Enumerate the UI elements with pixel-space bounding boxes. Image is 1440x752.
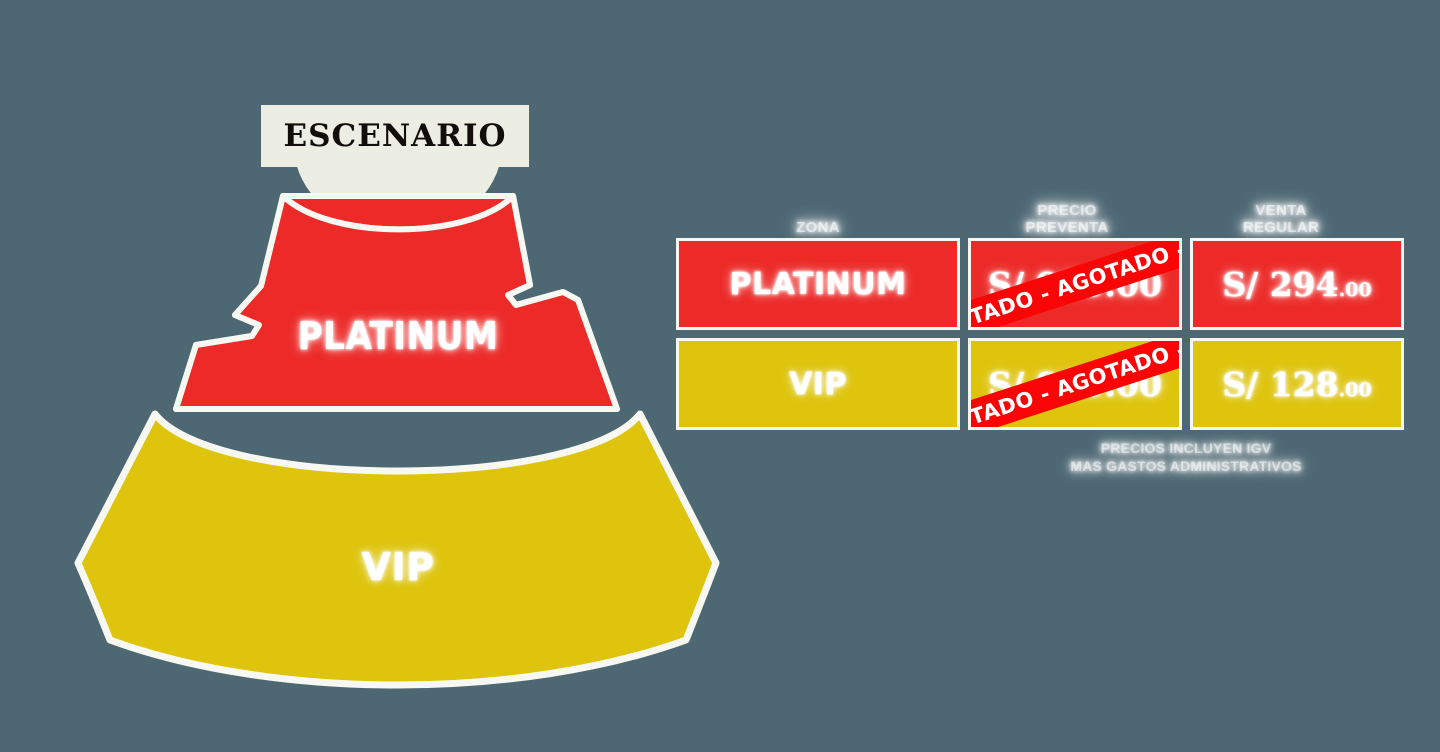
header-cell-zone: ZONA — [676, 178, 960, 236]
regular-price-cell-platinum[interactable]: S/ 294.00 — [1190, 238, 1404, 330]
header-cell-preventa: PRECIO PREVENTA — [960, 178, 1174, 236]
price-table-header-row: ZONA PRECIO PREVENTA VENTA REGULAR — [676, 178, 1406, 236]
regular-price-cents: .00 — [1338, 278, 1372, 301]
footnote-line-2: MAS GASTOS ADMINISTRATIVOS — [1070, 457, 1302, 474]
price-table-body: PLATINUM S/ 000.00 DO - AGOTADO - AGOTAD… — [676, 238, 1406, 430]
platinum-section[interactable] — [173, 193, 620, 412]
table-row: VIP S/ 000.00 DO - AGOTADO - AGOTADO - A… — [676, 338, 1406, 430]
regular-price-platinum: S/ 294.00 — [1222, 265, 1371, 304]
venue-map-svg — [74, 150, 720, 689]
price-table-footnote: PRECIOS INCLUYEN IGV MAS GASTOS ADMINIST… — [968, 440, 1404, 475]
header-preventa-line1: PRECIO — [1037, 201, 1097, 219]
regular-price-whole: S/ 294 — [1222, 264, 1339, 304]
preventa-cell-platinum[interactable]: S/ 000.00 DO - AGOTADO - AGOTADO - AGOTA… — [968, 238, 1182, 330]
footnote-line-1: PRECIOS INCLUYEN IGV — [1100, 440, 1272, 456]
zone-cell-platinum[interactable]: PLATINUM — [676, 238, 960, 330]
header-regular-line2: REGULAR — [1242, 218, 1320, 236]
table-row: PLATINUM S/ 000.00 DO - AGOTADO - AGOTAD… — [676, 238, 1406, 330]
header-preventa-line2: PREVENTA — [1025, 218, 1109, 236]
price-table: ZONA PRECIO PREVENTA VENTA REGULAR PLATI… — [676, 178, 1406, 475]
vip-section[interactable] — [74, 410, 720, 689]
zone-cell-label: PLATINUM — [729, 266, 907, 302]
regular-price-cell-vip[interactable]: S/ 128.00 — [1190, 338, 1404, 430]
header-cell-regular: VENTA REGULAR — [1174, 178, 1388, 236]
zone-cell-label: VIP — [789, 366, 847, 402]
header-regular-line1: VENTA — [1255, 201, 1307, 219]
header-zone-label: ZONA — [796, 218, 840, 236]
regular-price-whole: S/ 128 — [1222, 364, 1339, 404]
stage-label: ESCENARIO — [283, 117, 507, 154]
regular-price-vip: S/ 128.00 — [1222, 365, 1371, 404]
venue-map: ESCENARIO PLATINUM VIP — [74, 105, 720, 689]
zone-cell-vip[interactable]: VIP — [676, 338, 960, 430]
regular-price-cents: .00 — [1338, 378, 1372, 401]
preventa-cell-vip[interactable]: S/ 000.00 DO - AGOTADO - AGOTADO - AGOTA… — [968, 338, 1182, 430]
stage-label-plate: ESCENARIO — [261, 105, 529, 167]
